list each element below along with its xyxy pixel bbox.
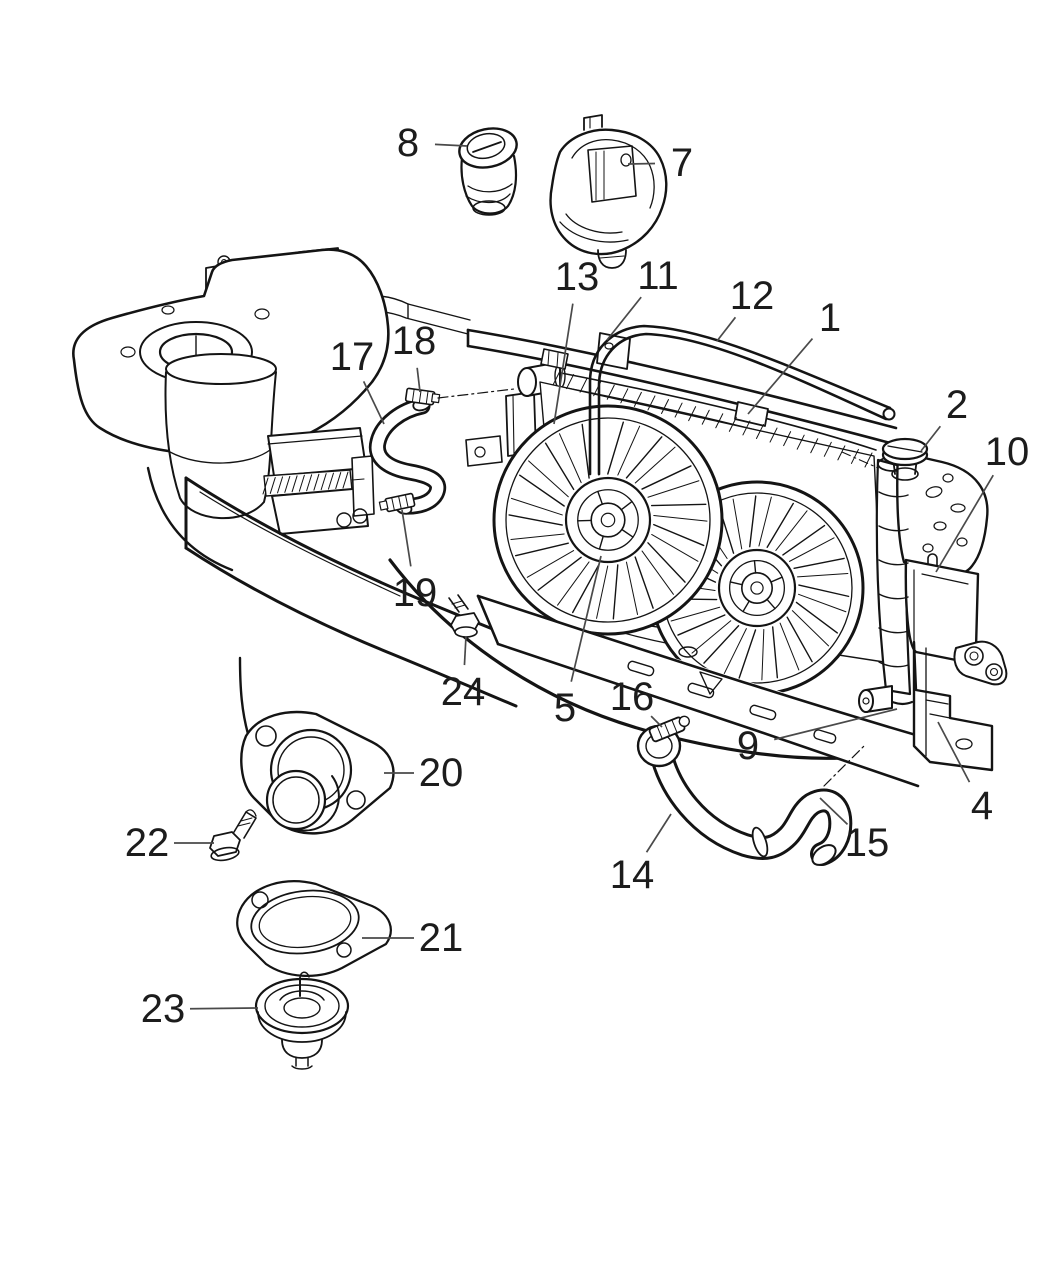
leader-line-7 — [628, 163, 655, 164]
leader-line-15 — [820, 798, 847, 824]
callout-20: 20 — [419, 751, 464, 795]
callout-18: 18 — [392, 319, 437, 363]
right-bracket-plate — [897, 452, 987, 574]
callout-12: 12 — [730, 274, 775, 318]
leader-line-14 — [647, 814, 671, 852]
callout-21: 21 — [419, 916, 464, 960]
leader-line-16 — [651, 716, 662, 727]
callout-24: 24 — [441, 670, 486, 714]
callout-15: 15 — [845, 821, 890, 865]
callout-7: 7 — [671, 141, 693, 185]
radiator-cap — [456, 123, 521, 215]
engine-structure — [73, 248, 842, 758]
upper-radiator-hose — [377, 388, 514, 516]
cooling-fan-modules — [494, 406, 863, 694]
leader-line-24 — [464, 636, 466, 665]
callout-4: 4 — [971, 784, 993, 828]
callout-11: 11 — [637, 254, 679, 298]
callout-2: 2 — [946, 383, 968, 427]
parts-diagram-line-art — [73, 115, 1006, 1069]
leader-line-5 — [571, 556, 601, 682]
callout-19: 19 — [393, 571, 438, 615]
leader-line-17 — [364, 381, 384, 424]
thermostat-bolt — [210, 810, 256, 862]
callout-5: 5 — [554, 686, 576, 730]
leader-line-8 — [435, 144, 467, 146]
radiator-assembly — [468, 326, 1006, 786]
flange-top — [556, 372, 876, 450]
thermostat — [256, 972, 348, 1069]
hose-clamp-16 — [649, 714, 692, 742]
hose-clamp-lower — [379, 493, 415, 513]
callout-14: 14 — [610, 853, 655, 897]
leader-line-9 — [774, 709, 897, 739]
recovery-hose — [590, 326, 895, 474]
callout-16: 16 — [610, 675, 655, 719]
leader-line-4 — [938, 722, 969, 782]
leader-line-23 — [190, 1008, 258, 1009]
hose-clamp-upper — [405, 388, 439, 405]
leader-line-10 — [936, 475, 993, 572]
leader-line-1 — [748, 339, 812, 414]
leader-line-18 — [417, 368, 420, 392]
callout-1: 1 — [819, 296, 841, 340]
callout-13: 13 — [555, 255, 600, 299]
callout-17: 17 — [330, 335, 375, 379]
leader-line-2 — [921, 426, 940, 451]
drain-screw — [449, 595, 479, 637]
callout-9: 9 — [737, 724, 759, 768]
lower-mount-bracket — [914, 642, 992, 770]
callout-10: 10 — [985, 430, 1030, 474]
thermostat-housing — [241, 712, 393, 833]
thermostat-gasket — [237, 881, 391, 976]
engine-mount — [551, 115, 667, 268]
callout-23: 23 — [141, 987, 186, 1031]
crossmember-slots — [627, 647, 837, 744]
generated-detail-layer — [263, 371, 908, 667]
leader-line-12 — [717, 317, 735, 341]
callout-22: 22 — [125, 821, 170, 865]
leader-line-11 — [607, 297, 641, 340]
pressure-cap — [883, 439, 927, 480]
callout-8: 8 — [397, 121, 419, 165]
leader-line-13 — [554, 304, 573, 424]
leader-line-19 — [402, 510, 411, 566]
